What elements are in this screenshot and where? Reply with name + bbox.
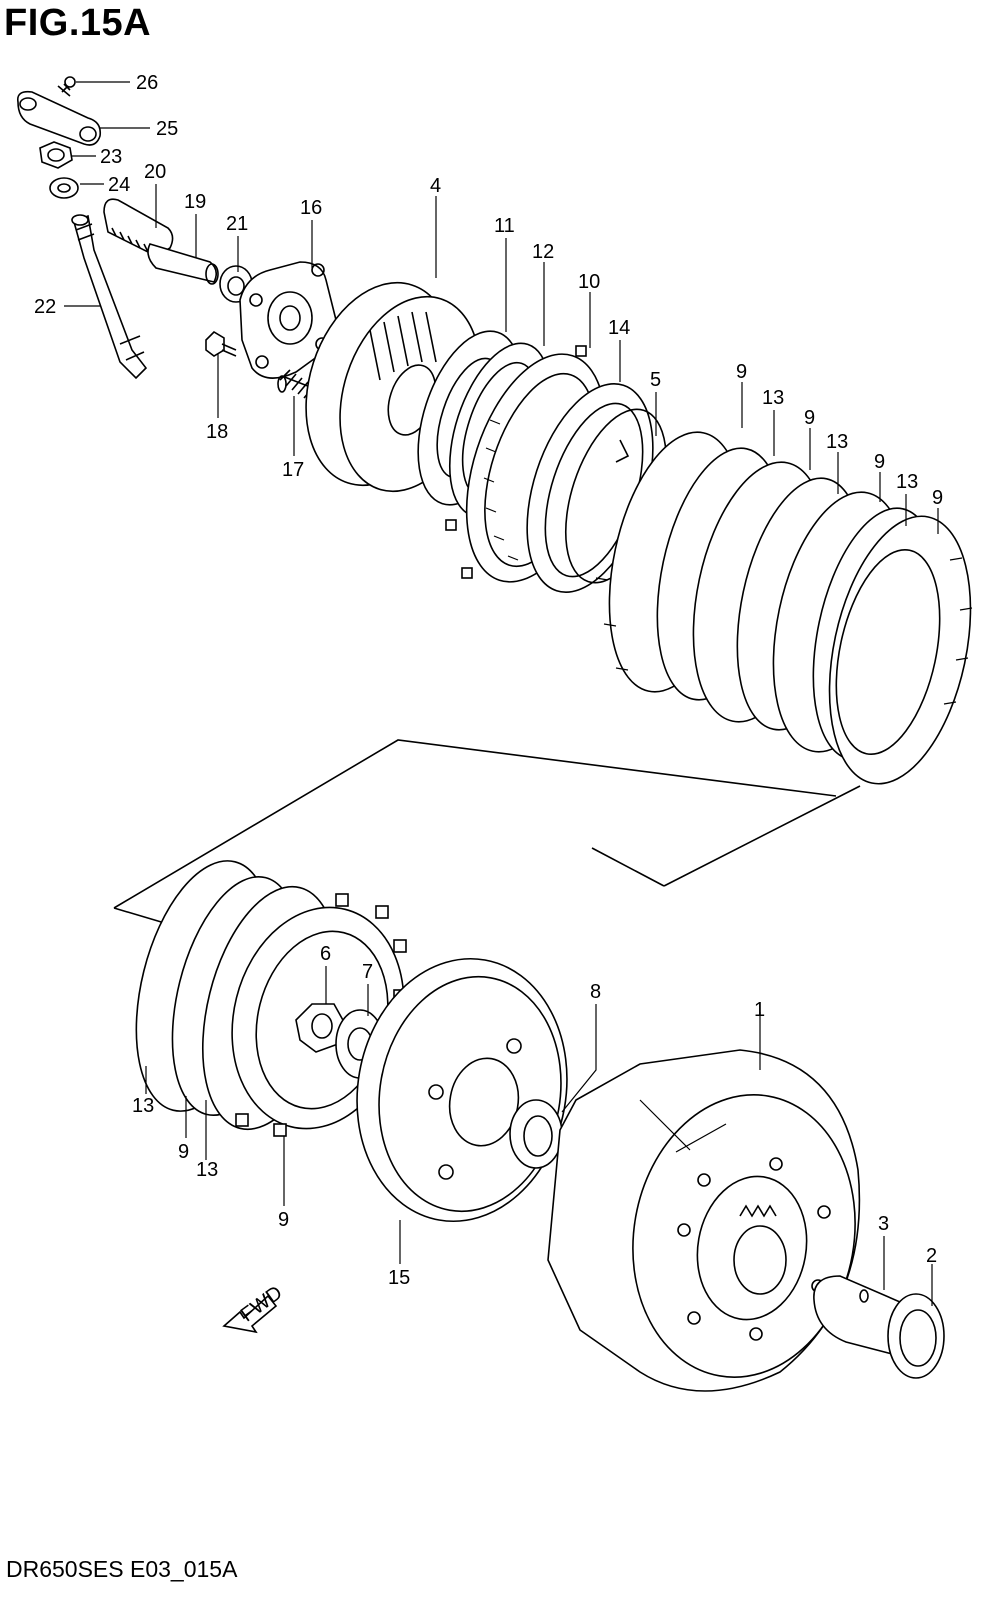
callout-14: 14 xyxy=(608,317,630,339)
callout-13-d: 13 xyxy=(132,1095,154,1117)
callout-26: 26 xyxy=(136,72,158,94)
release-shaft-22-part xyxy=(71,214,148,380)
callout-13-c: 13 xyxy=(896,471,918,493)
assembly-outline xyxy=(113,739,861,925)
fwd-label: FWD xyxy=(237,1282,287,1327)
callout-10: 10 xyxy=(578,271,600,293)
callout-9-b: 9 xyxy=(804,407,815,429)
screw-26-part xyxy=(57,76,76,97)
callout-6: 6 xyxy=(320,943,331,965)
callout-2: 2 xyxy=(926,1245,937,1267)
callout-3: 3 xyxy=(878,1213,889,1235)
primary-gear-1-part xyxy=(547,1049,861,1392)
callout-9-a: 9 xyxy=(736,361,747,383)
callout-7: 7 xyxy=(362,961,373,983)
callout-22: 22 xyxy=(34,296,56,318)
callout-19: 19 xyxy=(184,191,206,213)
forward-arrow-icon: FWD xyxy=(222,1282,287,1334)
callout-13-a: 13 xyxy=(762,387,784,409)
washer-8-part xyxy=(509,1099,563,1169)
nut-23-part xyxy=(39,141,73,169)
callout-4: 4 xyxy=(430,175,441,197)
figure-title: FIG.15A xyxy=(4,2,152,44)
callout-20: 20 xyxy=(144,161,166,183)
callout-15: 15 xyxy=(388,1267,410,1289)
callout-8: 8 xyxy=(590,981,601,1003)
callout-labels: 26 25 23 24 20 19 21 16 4 11 12 10 14 5 … xyxy=(34,72,943,1289)
callout-21: 21 xyxy=(226,213,248,235)
washer-2-part xyxy=(887,1293,945,1379)
callout-9-f: 9 xyxy=(278,1209,289,1231)
bolt-18-part xyxy=(205,330,237,357)
leader-lines xyxy=(64,81,939,1306)
callout-1: 1 xyxy=(754,999,765,1021)
callout-5: 5 xyxy=(650,369,661,391)
callout-9-d: 9 xyxy=(932,487,943,509)
figure-code: DR650SES E03_015A xyxy=(6,1556,238,1582)
callout-17: 17 xyxy=(282,459,304,481)
callout-25: 25 xyxy=(156,118,178,140)
washer-24-part xyxy=(49,177,79,199)
callout-13-b: 13 xyxy=(826,431,848,453)
callout-13-e: 13 xyxy=(196,1159,218,1181)
callout-16: 16 xyxy=(300,197,322,219)
rack-20-part xyxy=(103,198,174,257)
callout-12: 12 xyxy=(532,241,554,263)
callout-11: 11 xyxy=(494,215,515,237)
plate-stack-top xyxy=(595,431,973,785)
release-arm-25-part xyxy=(16,90,102,146)
callout-24: 24 xyxy=(108,174,130,196)
callout-9-c: 9 xyxy=(874,451,885,473)
callout-23: 23 xyxy=(100,146,122,168)
callout-18: 18 xyxy=(206,421,228,443)
callout-9-e: 9 xyxy=(178,1141,189,1163)
spacer-3-part xyxy=(813,1275,901,1358)
push-rod-19-part xyxy=(147,243,219,285)
